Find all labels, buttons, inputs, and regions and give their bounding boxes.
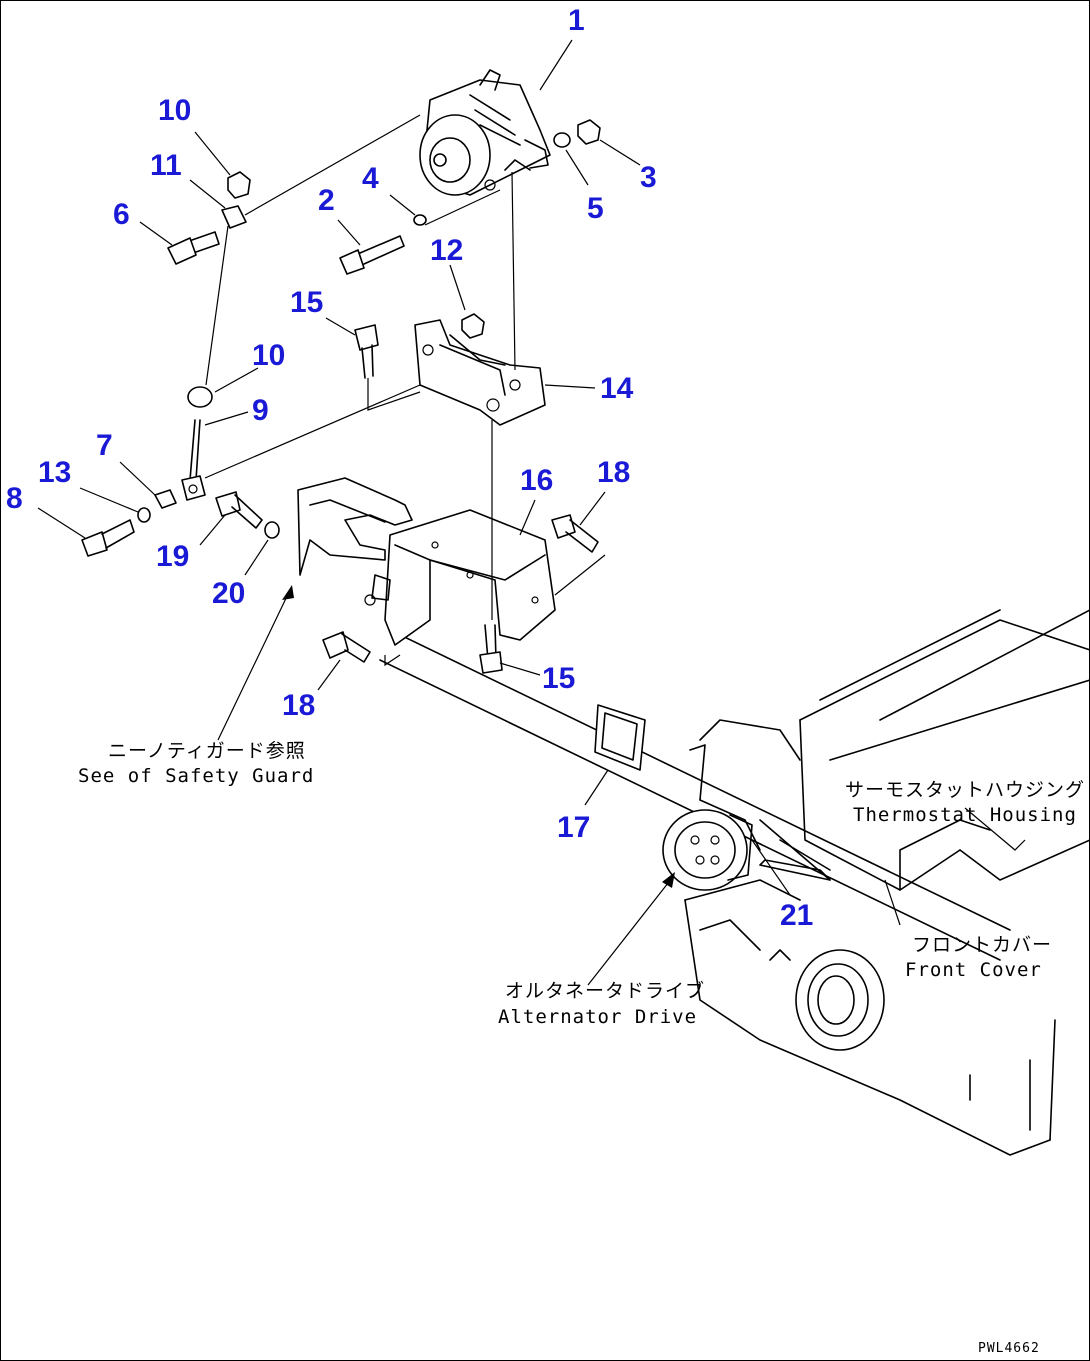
callout-4: 4 — [362, 162, 379, 195]
callout-15-bottom: 15 — [542, 662, 575, 695]
hardware — [81, 119, 601, 674]
callout-21: 21 — [780, 899, 813, 932]
safety-guard-label-jp: ニーノティガード参照 — [108, 740, 306, 762]
callout-6: 6 — [113, 198, 130, 231]
adjusting-rod — [181, 386, 213, 501]
callout-5: 5 — [587, 192, 604, 225]
callout-3: 3 — [640, 161, 657, 194]
callout-10-top: 10 — [158, 94, 191, 127]
callout-7: 7 — [96, 429, 113, 462]
support-bracket — [364, 509, 556, 646]
front-cover-label-jp: フロントカバー — [912, 934, 1052, 956]
callout-15-top: 15 — [290, 286, 323, 319]
callout-16: 16 — [520, 464, 553, 497]
engine-block — [379, 609, 1090, 1156]
mounting-bracket — [414, 319, 546, 426]
alternator-drive-label-en: Alternator Drive — [498, 1006, 697, 1028]
thermostat-label-jp: サーモスタットハウジング — [845, 779, 1085, 801]
callout-18-left: 18 — [282, 689, 315, 722]
callout-14: 14 — [600, 372, 634, 405]
callout-11: 11 — [150, 149, 182, 182]
drawing-code: PWL4662 — [978, 1341, 1040, 1356]
callout-18-right: 18 — [597, 456, 630, 489]
gasket — [594, 704, 646, 771]
callout-17: 17 — [557, 811, 590, 844]
callout-19: 19 — [156, 540, 189, 573]
callout-1: 1 — [568, 4, 585, 37]
callout-12: 12 — [430, 234, 463, 267]
front-cover-label-en: Front Cover — [905, 959, 1042, 981]
callout-20: 20 — [212, 577, 245, 610]
annotations: ニーノティガード参照 See of Safety Guard サーモスタットハウ… — [78, 740, 1085, 1356]
callout-13: 13 — [38, 456, 71, 489]
safety-guard-label-en: See of Safety Guard — [78, 765, 314, 787]
callout-10-mid: 10 — [252, 339, 285, 372]
assembly-lines — [204, 114, 606, 667]
alternator-drive-label-jp: オルタネータドライブ — [505, 979, 705, 1002]
alternator-drive-pulley — [662, 744, 831, 891]
alternator — [419, 69, 551, 196]
callout-9: 9 — [252, 394, 269, 427]
callout-numbers: 1 2 3 4 5 6 7 8 9 10 10 11 12 13 14 15 1… — [6, 4, 813, 932]
leader-lines — [37, 39, 1026, 986]
callout-8: 8 — [6, 482, 23, 515]
thermostat-label-en: Thermostat Housing — [853, 804, 1077, 826]
safety-guard-plate — [297, 477, 413, 576]
callout-2: 2 — [318, 184, 335, 217]
